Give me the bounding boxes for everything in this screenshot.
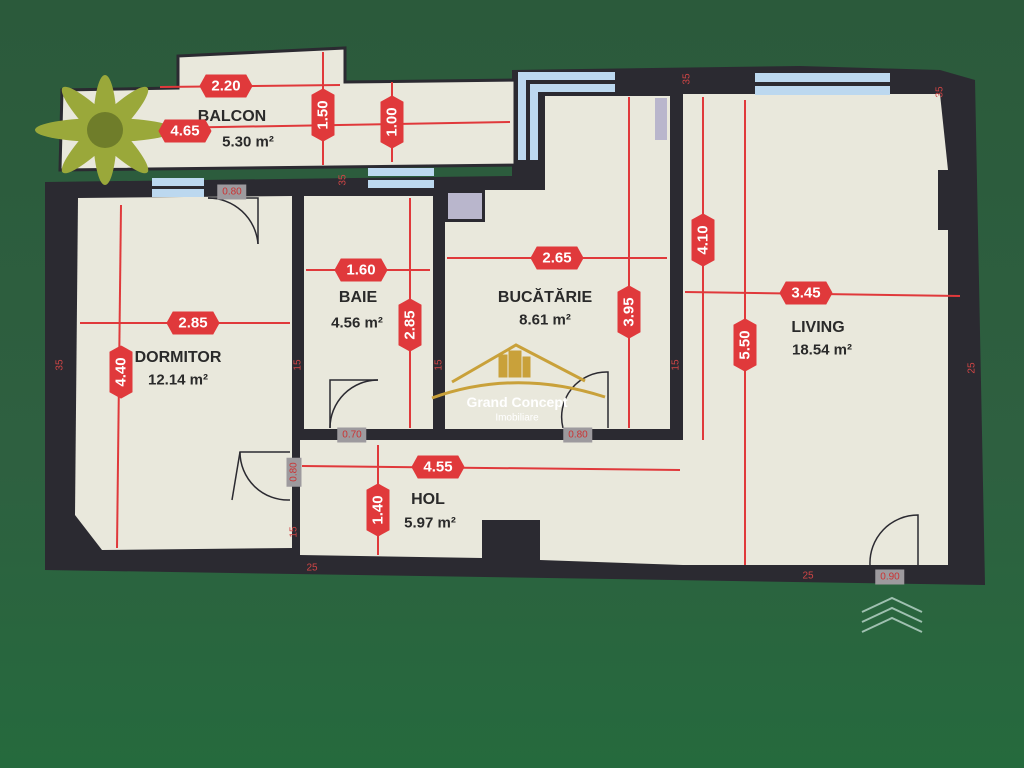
door-width: 0.80 (563, 427, 593, 443)
wall-thickness: 35 (681, 73, 693, 85)
shaft (448, 193, 482, 219)
plant-icon (35, 75, 175, 185)
room-name-bucatarie: BUCĂTĂRIE (497, 289, 593, 306)
watermark-title: Grand Concept (466, 394, 568, 410)
dimension-label: 2.85 (399, 298, 422, 351)
dimension-label: 4.10 (692, 213, 715, 266)
windows (152, 72, 890, 197)
room-name-balcon: BALCON (197, 108, 267, 125)
dimension-label: 1.00 (381, 95, 404, 148)
door-width: 0.80 (217, 184, 247, 200)
wall-thickness: 15 (670, 359, 682, 371)
pillar (938, 170, 952, 230)
wall-thickness: 35 (934, 86, 946, 98)
dimension-label: 5.50 (734, 318, 757, 371)
wall-thickness: 35 (54, 359, 66, 371)
room-area-bucatarie: 8.61 m² (519, 311, 571, 329)
door-width: 0.80 (286, 457, 302, 487)
wall-thickness: 15 (288, 526, 300, 538)
wall-thickness: 15 (433, 359, 445, 371)
dimension-label: 3.95 (618, 285, 641, 338)
room-name-hol: HOL (411, 491, 445, 508)
door-width: 0.70 (337, 427, 367, 443)
door-width: 0.90 (875, 569, 905, 585)
room-area-dormitor: 12.14 m² (147, 371, 209, 389)
living-floor (683, 94, 948, 565)
dimension-label: 3.45 (779, 281, 833, 305)
dimension-label: 2.85 (166, 311, 220, 335)
duct (655, 98, 667, 140)
wall-thickness: 35 (337, 174, 349, 186)
room-name-living: LIVING (791, 319, 845, 336)
dimension-label: 1.50 (312, 88, 335, 141)
dimension-label: 4.55 (411, 455, 465, 479)
dimension-label: 1.40 (367, 483, 390, 536)
dimension-label: 1.60 (334, 258, 388, 282)
wall-thickness: 25 (306, 562, 318, 574)
wall-thickness: 15 (292, 359, 304, 371)
room-area-living: 18.54 m² (791, 341, 853, 359)
door-swings (207, 197, 919, 566)
room-area-balcon: 5.30 m² (222, 133, 274, 151)
chevron-up-icon (861, 596, 923, 633)
watermark-logo (431, 343, 606, 400)
hol-floor (300, 440, 683, 565)
room-area-hol: 5.97 m² (404, 514, 456, 532)
dimension-label: 4.40 (110, 345, 133, 398)
dimension-label: 4.65 (158, 119, 212, 143)
watermark-subtitle: Imobiliare (495, 412, 539, 424)
room-name-dormitor: DORMITOR (134, 349, 222, 366)
room-area-baie: 4.56 m² (331, 314, 383, 332)
wall-thickness: 25 (802, 570, 814, 582)
dimension-label: 2.20 (199, 74, 253, 98)
dimension-label: 2.65 (530, 246, 584, 270)
room-name-baie: BAIE (338, 289, 378, 306)
wall-thickness: 25 (966, 362, 978, 374)
